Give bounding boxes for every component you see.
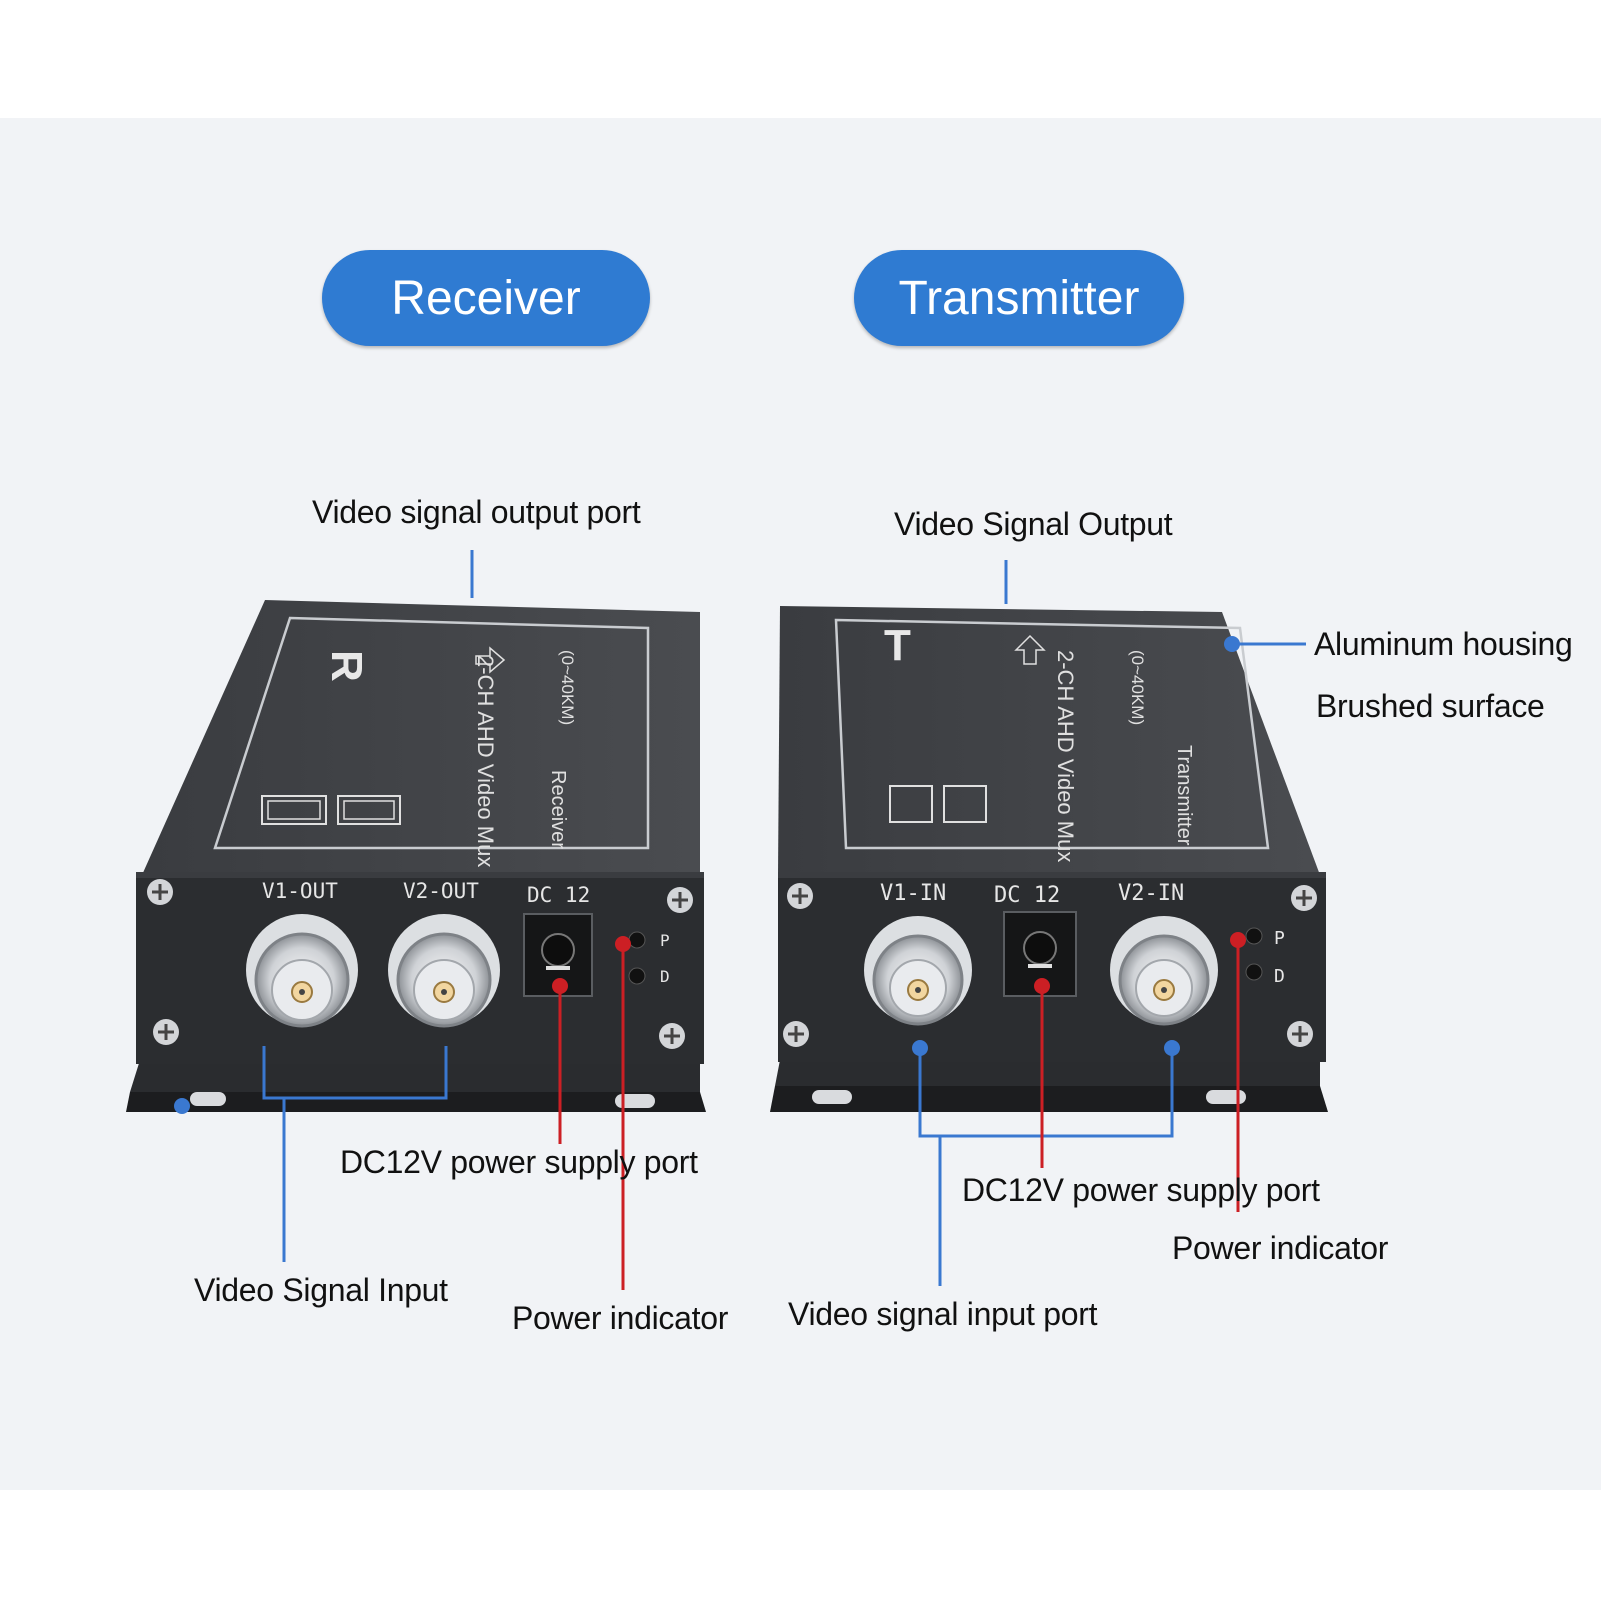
receiver-device: R 2-CH AHD Video Mux (0~40KM) Receiver V… xyxy=(126,600,706,1112)
receiver-led-p-label: P xyxy=(660,931,670,950)
transmitter-bnc-connector-2[interactable] xyxy=(1110,916,1218,1026)
receiver-bnc-outline-icon xyxy=(261,795,401,825)
receiver-top-face xyxy=(142,600,700,875)
transmitter-dc-label: DC 12 xyxy=(994,883,1060,908)
screw-icon xyxy=(153,1019,179,1045)
leader-dot xyxy=(1164,1040,1180,1056)
transmitter-top-letter: T xyxy=(884,621,911,670)
screw-icon xyxy=(787,883,813,909)
leader-dot xyxy=(1224,636,1240,652)
screw-icon xyxy=(659,1023,685,1049)
receiver-video-input-label: Video Signal Input xyxy=(194,1272,448,1308)
transmitter-bnc-outline-icon xyxy=(889,785,987,823)
leader-dot xyxy=(552,978,568,994)
leader-dot xyxy=(912,1040,928,1056)
leader-dot xyxy=(615,936,631,952)
receiver-leaders xyxy=(174,550,631,1290)
receiver-top-role: Receiver xyxy=(547,770,569,849)
screw-icon xyxy=(1287,1021,1313,1047)
transmitter-led-d-label: D xyxy=(1274,966,1285,987)
transmitter-data-led xyxy=(1245,963,1263,981)
receiver-data-led xyxy=(628,967,646,985)
receiver-port-1-label: V1-OUT xyxy=(262,879,338,903)
receiver-bnc-connector-2[interactable] xyxy=(388,914,500,1028)
transmitter-bnc-connector-1[interactable] xyxy=(864,916,972,1026)
screw-icon xyxy=(1291,885,1317,911)
transmitter-top-frame xyxy=(834,618,1270,850)
transmitter-header-label: Transmitter xyxy=(898,271,1140,325)
leader-dot xyxy=(174,1098,190,1114)
receiver-top-range: (0~40KM) xyxy=(558,650,577,725)
receiver-arrow-icon xyxy=(475,646,506,674)
receiver-video-output-label: Video signal output port xyxy=(312,494,641,530)
transmitter-top-range: (0~40KM) xyxy=(1128,650,1147,725)
transmitter-video-input-label: Video signal input port xyxy=(788,1296,1098,1332)
receiver-led-d-label: D xyxy=(660,967,670,986)
transmitter-port-2-label: V2-IN xyxy=(1118,881,1184,906)
receiver-top-letter: R xyxy=(322,650,371,682)
receiver-port-2-label: V2-OUT xyxy=(403,879,479,903)
receiver-power-indicator-label: Power indicator xyxy=(512,1300,729,1336)
transmitter-leaders xyxy=(912,560,1306,1286)
transmitter-port-1-label: V1-IN xyxy=(880,881,946,906)
transmitter-top-face xyxy=(778,606,1320,875)
transmitter-power-led xyxy=(1245,927,1263,945)
transmitter-header: Transmitter xyxy=(854,250,1184,346)
screw-icon xyxy=(147,879,173,905)
transmitter-arrow-icon xyxy=(1014,634,1046,665)
transmitter-top-role: Transmitter xyxy=(1173,745,1195,846)
receiver-dc-label: DC 12 xyxy=(527,883,590,907)
receiver-power-led xyxy=(628,931,646,949)
transmitter-surface-label: Brushed surface xyxy=(1316,688,1545,724)
transmitter-device: T 2-CH AHD Video Mux (0~40KM) Transmitte… xyxy=(770,606,1328,1112)
transmitter-power-indicator-label: Power indicator xyxy=(1172,1230,1389,1266)
screw-icon xyxy=(783,1021,809,1047)
receiver-dc-power-label: DC12V power supply port xyxy=(340,1144,698,1180)
transmitter-housing-label: Aluminum housing xyxy=(1314,626,1573,662)
receiver-bnc-connector-1[interactable] xyxy=(246,914,358,1028)
leader-dot xyxy=(1230,932,1246,948)
receiver-top-model: 2-CH AHD Video Mux xyxy=(473,655,498,867)
leader-receiver-video-input xyxy=(262,1046,448,1262)
transmitter-top-model: 2-CH AHD Video Mux xyxy=(1053,650,1078,862)
transmitter-dc-power-label: DC12V power supply port xyxy=(962,1172,1320,1208)
leader-dot xyxy=(1034,978,1050,994)
receiver-header-label: Receiver xyxy=(391,271,581,325)
leader-transmitter-video-input xyxy=(918,1048,1174,1286)
transmitter-led-p-label: P xyxy=(1274,928,1285,949)
receiver-top-frame xyxy=(213,616,650,850)
screw-icon xyxy=(667,887,693,913)
receiver-header: Receiver xyxy=(322,250,650,346)
transmitter-video-output-label: Video Signal Output xyxy=(894,506,1173,542)
